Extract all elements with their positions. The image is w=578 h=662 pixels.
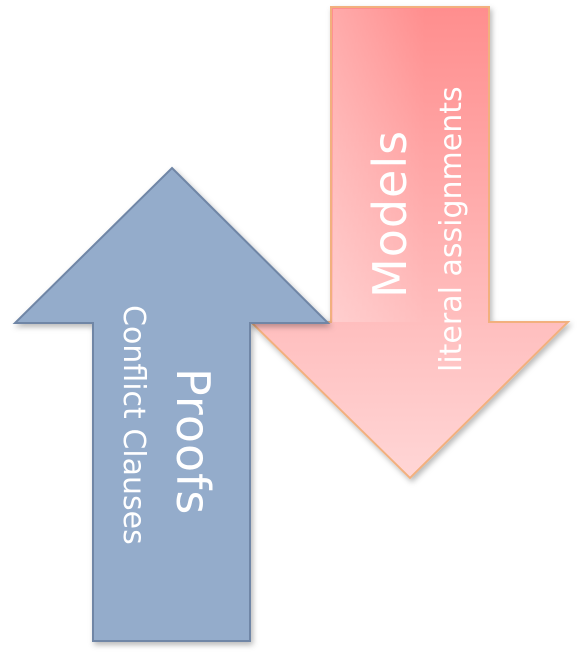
models-title: Models (363, 130, 417, 298)
down-arrow-models: Models literal assignments (248, 6, 571, 480)
up-arrow-shape (12, 166, 331, 642)
up-arrow-proofs: Proofs Conflict Clauses (12, 166, 331, 642)
literal-assignments-subtitle: literal assignments (434, 86, 469, 372)
down-arrow-highlight (333, 9, 487, 322)
conflict-clauses-subtitle: Conflict Clauses (116, 305, 151, 545)
proofs-title: Proofs (166, 368, 220, 515)
